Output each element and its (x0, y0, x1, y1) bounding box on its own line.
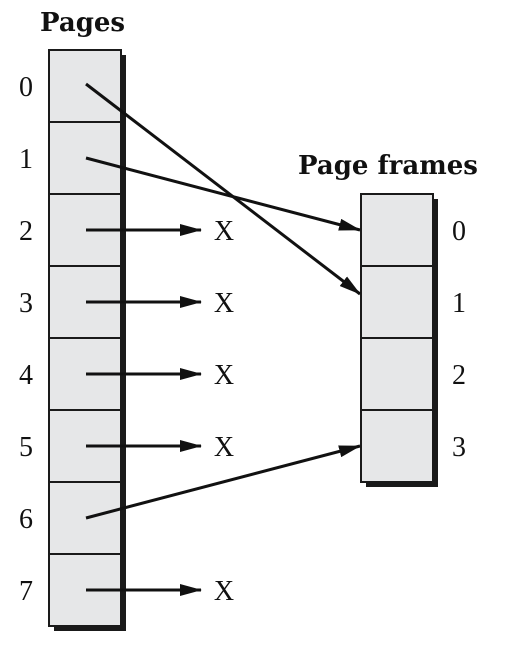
pages-title: Pages (40, 8, 125, 38)
page-label-4: 4 (19, 360, 33, 391)
frame-label-1: 1 (452, 288, 466, 319)
page-label-3: 3 (19, 288, 33, 319)
unmapped-markers: X X X X X (214, 216, 234, 607)
page-frames-table (360, 193, 434, 483)
page-label-1: 1 (19, 144, 33, 175)
page-label-6: 6 (19, 504, 33, 535)
page-label-0: 0 (19, 72, 33, 103)
mapping-arrow-page-1-to-frame-0 (85, 156, 361, 232)
page-cell-0 (48, 49, 122, 123)
mapping-arrow-page-6-to-frame-3 (85, 444, 361, 520)
x-mark-page-4: X (214, 360, 234, 391)
frame-cell-3 (360, 409, 434, 483)
frame-cell-0 (360, 193, 434, 267)
frame-cell-2 (360, 337, 434, 411)
x-mark-page-3: X (214, 288, 234, 319)
frame-cell-1 (360, 265, 434, 339)
pages-table (48, 49, 122, 627)
frame-label-2: 2 (452, 360, 466, 391)
frame-label-0: 0 (452, 216, 466, 247)
page-label-2: 2 (19, 216, 33, 247)
frame-number-labels: 0 1 2 3 (452, 216, 466, 463)
x-mark-page-5: X (214, 432, 234, 463)
page-label-5: 5 (19, 432, 33, 463)
page-label-7: 7 (19, 576, 33, 607)
page-number-labels: 0 1 2 3 4 5 6 7 (19, 72, 33, 607)
page-cell-1 (48, 121, 122, 195)
page-cell-6 (48, 481, 122, 555)
page-frames-title: Page frames (298, 151, 478, 181)
mapping-arrow-page-0-to-frame-1 (85, 82, 361, 296)
frame-label-3: 3 (452, 432, 466, 463)
x-mark-page-7: X (214, 576, 234, 607)
x-mark-page-2: X (214, 216, 234, 247)
mapping-arrows (85, 82, 361, 596)
